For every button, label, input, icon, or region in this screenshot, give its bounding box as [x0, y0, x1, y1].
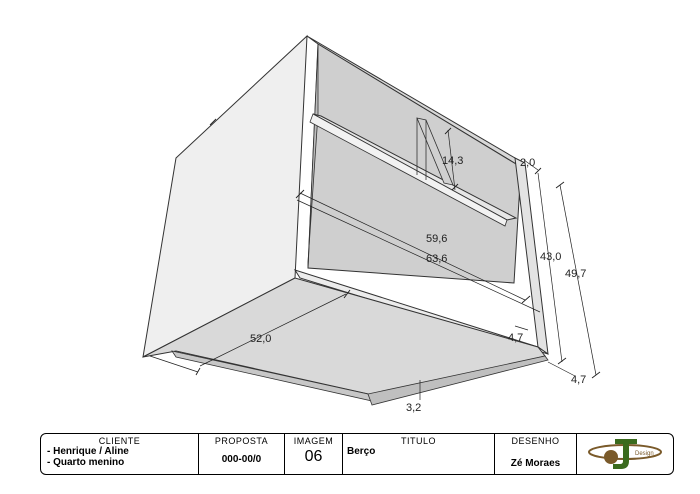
proposta-cell: PROPOSTA 000-00/0	[199, 434, 285, 474]
logo-cell: Design	[577, 434, 673, 474]
imagem-label: IMAGEM	[293, 436, 334, 446]
cliente-cell: CLIENTE - Henrique / Aline - Quarto meni…	[41, 434, 199, 474]
dim-43-0: 43,0	[540, 251, 561, 263]
dim-49-7: 49,7	[565, 268, 586, 280]
dim-14-3: 14,3	[442, 155, 463, 167]
titulo-cell: TITULO Berço	[343, 434, 495, 474]
cliente-line-1: - Henrique / Aline	[47, 446, 129, 457]
shelf-face	[309, 113, 508, 227]
dim-59-6: 59,6	[426, 233, 447, 245]
cliente-line-2: - Quarto menino	[47, 457, 125, 468]
desenho-cell: DESENHO Zé Moraes	[495, 434, 577, 474]
proposta-value: 000-00/0	[221, 454, 262, 465]
bottom-foot	[367, 355, 549, 406]
brand-logo: Design	[588, 439, 662, 469]
dim-4-7-front: 4,7	[508, 332, 523, 344]
dim-4-7-side: 4,7	[571, 374, 586, 386]
titulo-label: TITULO	[400, 436, 436, 446]
cabinet-drawing: 14,3 2,0 59,6 63,6 43,0 49,7 52,0 4,7 4,…	[142, 34, 601, 414]
titulo-value: Berço	[347, 446, 376, 457]
dim-3-2: 3,2	[406, 402, 421, 414]
imagem-value: 06	[304, 448, 323, 465]
proposta-label: PROPOSTA	[214, 436, 269, 446]
dim-2-0: 2,0	[520, 157, 535, 169]
dim-63-6: 63,6	[426, 253, 447, 265]
desenho-label: DESENHO	[511, 436, 560, 446]
dim-52-0: 52,0	[250, 333, 271, 345]
cliente-label: CLIENTE	[98, 436, 141, 446]
imagem-cell: IMAGEM 06	[285, 434, 343, 474]
desenho-value: Zé Moraes	[510, 458, 561, 469]
title-block: CLIENTE - Henrique / Aline - Quarto meni…	[40, 433, 674, 475]
interior-left-wall	[307, 43, 319, 269]
logo-text: Design	[635, 451, 654, 457]
